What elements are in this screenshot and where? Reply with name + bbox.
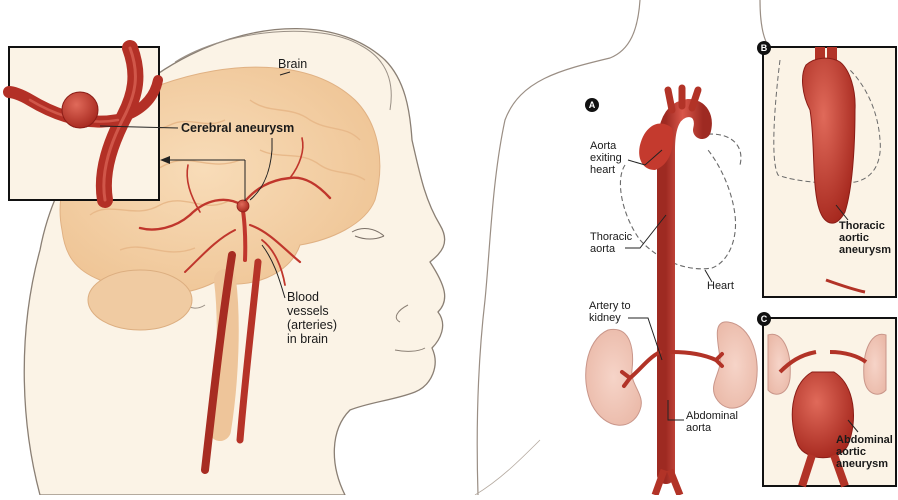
aneurysm-small (237, 200, 249, 212)
panel-divider (463, 0, 471, 495)
aortic-branches (668, 88, 698, 110)
badge-a: A (585, 98, 599, 112)
badge-b: B (757, 41, 771, 55)
aorta-exiting-heart-label: Aorta exiting heart (590, 140, 622, 176)
cerebral-aneurysm-label: Cerebral aneurysm (181, 121, 294, 135)
brain-label: Brain (278, 57, 307, 71)
badge-c: C (757, 312, 771, 326)
cerebral-inset (9, 47, 159, 200)
artery-to-kidney-label: Artery to kidney (589, 300, 631, 324)
cerebellum (88, 270, 192, 330)
thoracic-aorta-label: Thoracic aorta (590, 231, 632, 255)
thoracic-inset (763, 47, 896, 297)
aneurysm-large (62, 92, 98, 128)
abdominal-aorta-label: Abdominal aorta (686, 410, 738, 434)
heart-outline (620, 134, 741, 269)
heart-label: Heart (707, 280, 734, 292)
thoracic-aortic-aneurysm-label: Thoracic aortic aneurysm (839, 220, 891, 256)
blood-vessels-label: Blood vessels (arteries) in brain (287, 290, 337, 346)
abdominal-aortic-aneurysm-label: Abdominal aortic aneurysm (836, 434, 893, 470)
